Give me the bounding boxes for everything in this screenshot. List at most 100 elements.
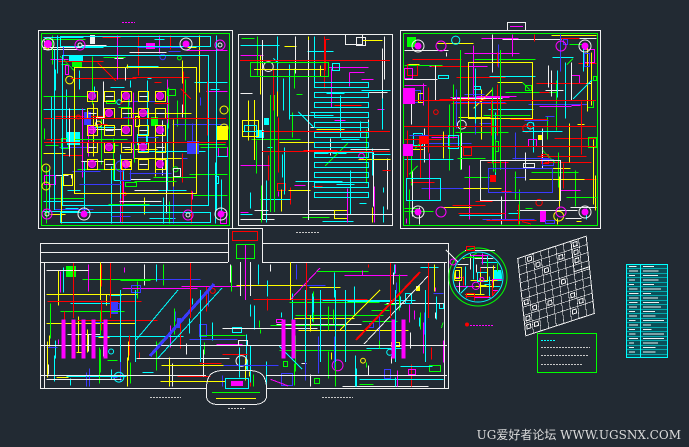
- insert-outline: [74, 67, 197, 194]
- guide-pin-hole: [578, 39, 592, 53]
- hole-core: [217, 42, 223, 48]
- iso-grid-line: [523, 292, 593, 316]
- iso-hole: [560, 278, 567, 285]
- iso-grid-line: [521, 268, 590, 292]
- return-pin-hole: [555, 40, 567, 52]
- lifter-rod-edge: [339, 289, 381, 331]
- locating-ring-notch: [345, 34, 363, 45]
- ejector-pin: [91, 319, 96, 359]
- core-pocket: [155, 159, 166, 170]
- iso-hole: [543, 266, 550, 274]
- return-pin-hole: [41, 208, 53, 220]
- cad-circle: [263, 61, 274, 72]
- core-pin: [104, 108, 114, 118]
- hole-core: [414, 208, 422, 216]
- cutout-insert: [225, 378, 249, 389]
- iso-hole: [523, 298, 529, 306]
- cad-rect: [314, 378, 320, 384]
- cad-rect: [463, 147, 472, 156]
- return-pin-hole: [182, 209, 194, 221]
- parts-table: [626, 264, 668, 358]
- side-lock: [403, 144, 413, 156]
- cad-rect: [67, 132, 80, 145]
- hole-core: [44, 211, 50, 217]
- cooling-plate: [314, 82, 369, 88]
- table-frame: [626, 264, 668, 358]
- cutout-core: [231, 381, 243, 386]
- detail-marker: [466, 246, 475, 251]
- iso-grid-line: [525, 255, 534, 334]
- cad-line: [270, 378, 289, 387]
- hole-ring: [578, 39, 592, 53]
- hole-ring: [214, 39, 226, 51]
- guide-pin-hole: [77, 207, 91, 221]
- iso-hole: [571, 308, 578, 315]
- cad-rect: [523, 163, 535, 168]
- plan-view-left: [38, 30, 233, 229]
- return-pin-hole: [74, 39, 86, 51]
- hole-core: [44, 40, 52, 48]
- cooling-plate: [314, 122, 369, 128]
- cad-circle: [116, 99, 122, 105]
- guide-pin-hole: [578, 205, 592, 219]
- cad-circle: [172, 166, 179, 173]
- note-bullet: [465, 322, 469, 327]
- iso-grid-line: [524, 301, 594, 324]
- ejector-box: [480, 160, 561, 201]
- lifter-block: [242, 120, 259, 137]
- cooling-plate: [314, 132, 369, 138]
- detail-boundary-outer: [448, 247, 508, 307]
- plate-outline: [400, 30, 601, 229]
- isometric-wireframe: [518, 238, 594, 334]
- hole-ring: [74, 39, 86, 51]
- side-lock: [403, 88, 415, 104]
- core-pin: [87, 125, 97, 135]
- core-pin: [121, 159, 131, 169]
- core-pin: [155, 159, 165, 169]
- clamp-slot-bottom: [60, 212, 211, 223]
- ejector-pin: [391, 319, 396, 359]
- core-pin: [104, 142, 114, 152]
- iso-plate-step: [570, 235, 590, 273]
- iso-grid-line: [520, 260, 589, 284]
- hole-ring: [578, 205, 592, 219]
- cad-circle: [331, 359, 344, 372]
- notes-frame: [537, 333, 597, 373]
- cooling-plate-stack: [314, 82, 369, 198]
- iso-hole: [573, 248, 579, 256]
- cooling-plate: [314, 102, 369, 108]
- core-pin: [155, 91, 165, 101]
- hole-ring: [41, 37, 55, 51]
- lifter-rod-edge: [135, 289, 179, 341]
- plate-border: [403, 33, 598, 226]
- screw-hole: [219, 105, 229, 115]
- cad-line: [566, 58, 574, 66]
- ejector-pin: [81, 319, 86, 359]
- core-pocket: [87, 91, 98, 102]
- cad-rect: [66, 266, 76, 277]
- hole-core: [581, 42, 589, 50]
- core-pocket: [155, 91, 166, 102]
- cooling-plate: [314, 92, 369, 98]
- iso-hole: [547, 299, 553, 307]
- core-pocket: [121, 91, 132, 102]
- cad-rect: [593, 76, 597, 81]
- cavity-outline: [62, 55, 209, 206]
- hole-core: [581, 208, 589, 216]
- lifter-rod-edge: [289, 267, 321, 301]
- core-pin: [87, 91, 97, 101]
- cad-rect: [408, 369, 416, 375]
- cad-rect: [216, 126, 228, 140]
- cad-rect: [490, 175, 496, 182]
- cad-circle: [108, 348, 115, 355]
- core-pin: [87, 159, 97, 169]
- cad-circle: [358, 152, 365, 160]
- hole-ring: [411, 205, 425, 219]
- iso-grid-line: [547, 248, 557, 326]
- cad-rect: [116, 303, 120, 310]
- cad-rect: [264, 118, 269, 125]
- iso-grid-line: [540, 250, 549, 329]
- screw-hole: [219, 123, 229, 133]
- cad-rect: [125, 182, 137, 187]
